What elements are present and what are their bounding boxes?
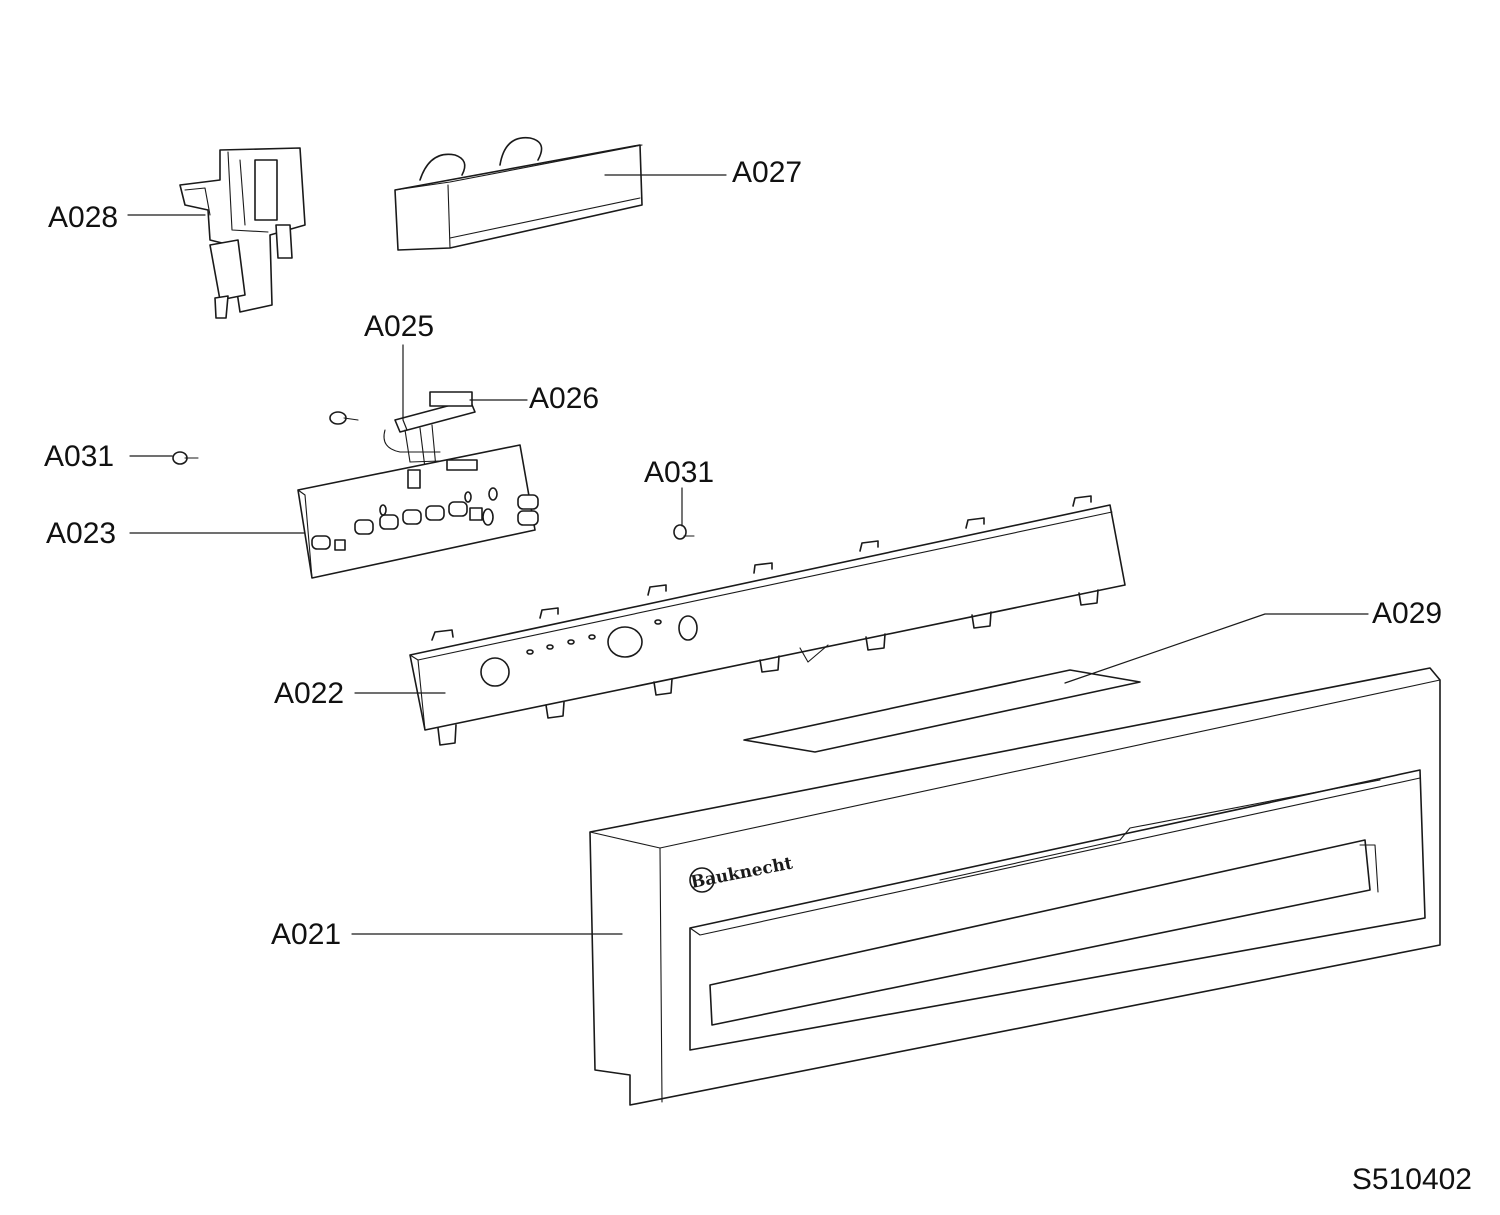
part-label-a031-left: A031	[44, 440, 115, 473]
part-label-a023: A023	[46, 517, 117, 550]
part-label-a031-middle: A031	[644, 456, 715, 489]
control-panel-frame-part	[409, 495, 1126, 746]
screw-middle-part	[673, 524, 695, 540]
part-label-a029: A029	[1372, 597, 1443, 630]
door-lock-part	[179, 147, 306, 319]
door-handle-part	[394, 136, 643, 251]
part-label-a028: A028	[48, 201, 119, 234]
screw-upper-part	[329, 411, 359, 425]
document-id: S510402	[1351, 1163, 1472, 1196]
part-label-a027: A027	[732, 156, 803, 189]
part-label-a026: A026	[529, 382, 600, 415]
leader-lines	[127, 174, 1369, 935]
connector-part	[383, 391, 476, 469]
control-board-part	[297, 444, 539, 579]
insert-strip-part	[743, 669, 1141, 753]
screw-left-part	[172, 451, 199, 465]
front-fascia-part: Bauknecht	[589, 667, 1441, 1106]
part-label-a021: A021	[271, 918, 342, 951]
part-label-a025: A025	[364, 310, 435, 343]
part-label-a022: A022	[274, 677, 345, 710]
